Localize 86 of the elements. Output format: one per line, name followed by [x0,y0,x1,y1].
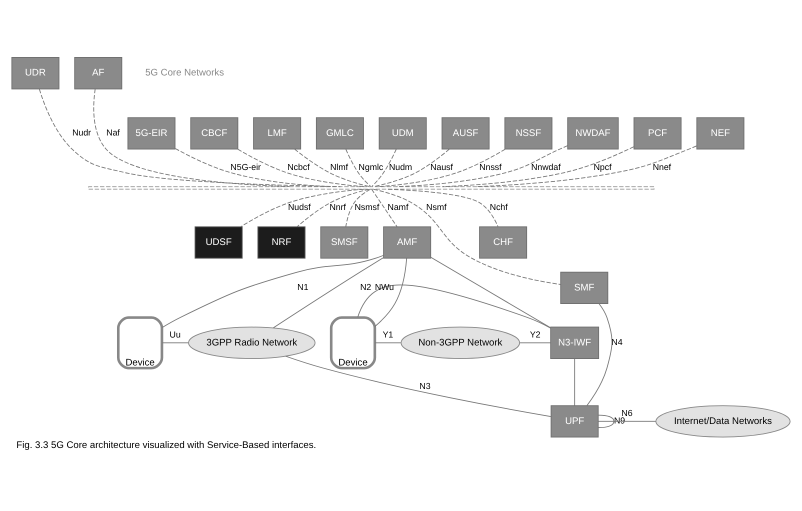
edge-label: N5G-eir [230,162,261,172]
node-box: Device [330,316,376,369]
connector [272,256,384,328]
connector [357,284,552,328]
edge-label: N3 [419,380,431,391]
connector [477,145,697,187]
connector [296,188,370,227]
connector [388,188,498,226]
connector [430,256,552,328]
edge-label: Y2 [530,329,540,340]
node-box: LMF [253,116,302,150]
connector [574,358,576,406]
connector [442,146,634,187]
connector [519,342,551,343]
edge-label: NWu [374,282,394,292]
connector [371,188,398,227]
node-box: 5G-EIR [127,116,176,150]
node-box: NRF [257,226,306,258]
edge-label: Nsmf [426,202,447,212]
connector [345,188,371,226]
edge-label: Y1 [382,329,394,340]
edge-label: Nsmsf [354,202,380,212]
connector [93,88,290,187]
edge-label: N2 [360,282,372,292]
node-box: UDR [11,56,60,89]
node-box: UDM [378,116,427,150]
connector [162,342,189,343]
connector [294,148,370,187]
node-ellipse: 3GPP Radio Network [188,326,316,358]
connector [598,420,656,422]
label: 5G Core Networks [145,67,224,78]
node-box: NSSF [504,116,552,150]
node-box: NWDAF [567,116,619,150]
node-ellipse: Internet/Data Networks [655,404,791,437]
node-box: CHF [479,226,528,258]
connector [174,148,332,187]
connector [162,254,384,328]
node-box: AF [74,56,122,89]
edge-label: Nnwdaf [531,162,561,172]
node-box: Device [117,316,164,369]
edge-label: Nnef [652,162,672,172]
edge-label: N1 [297,282,308,292]
connector [346,148,371,186]
node-ellipse: Non-3GPP Network [400,326,520,358]
connector [373,188,561,284]
node-box: UPF [550,404,599,437]
connector [374,342,402,343]
node-box: UDSF [194,226,243,258]
edge-label: Namf [388,202,408,212]
node-box: SMSF [320,226,368,258]
connector [374,257,408,326]
edge-label: Nchf [490,202,508,212]
edge-label: Nudsf [288,202,311,212]
node-bar [88,186,654,190]
edge-label: Nudm [388,162,412,172]
node-box: NEF [696,116,744,150]
edge-label: Nlmf [330,162,348,172]
connector [285,355,552,416]
connector [598,414,614,428]
node-box: CBCF [190,116,238,150]
edge-label: N6 [621,408,633,418]
connector [586,302,612,406]
node-box: AUSF [442,116,490,150]
edge-label: Nnrf [330,202,346,212]
edge-label: Nnssf [479,162,502,172]
caption: Fig. 3.3 5G Core architecture visualized with Service-Based interfaces. [16,440,316,451]
connector [378,148,506,187]
edge-label: N4 [611,336,623,346]
edge-label: Naf [106,127,120,138]
edge-label: Ngmlc [358,162,384,172]
node-box: N3-IWF [550,326,600,358]
edge-label: Nausf [430,162,453,172]
node-box: SMF [560,271,608,304]
connector [396,144,568,187]
connector [240,188,364,227]
node-box: AMF [383,226,432,258]
edge-label: Npcf [594,162,612,172]
edge-label: Ncbcf [287,162,310,172]
node-box: GMLC [316,116,364,150]
edge-label: Uu [170,329,181,340]
connector [237,148,365,187]
node-box: PCF [634,116,682,150]
connector [372,148,397,186]
connector [373,148,450,186]
connector [38,88,341,187]
edge-label: Nudr [72,127,92,138]
